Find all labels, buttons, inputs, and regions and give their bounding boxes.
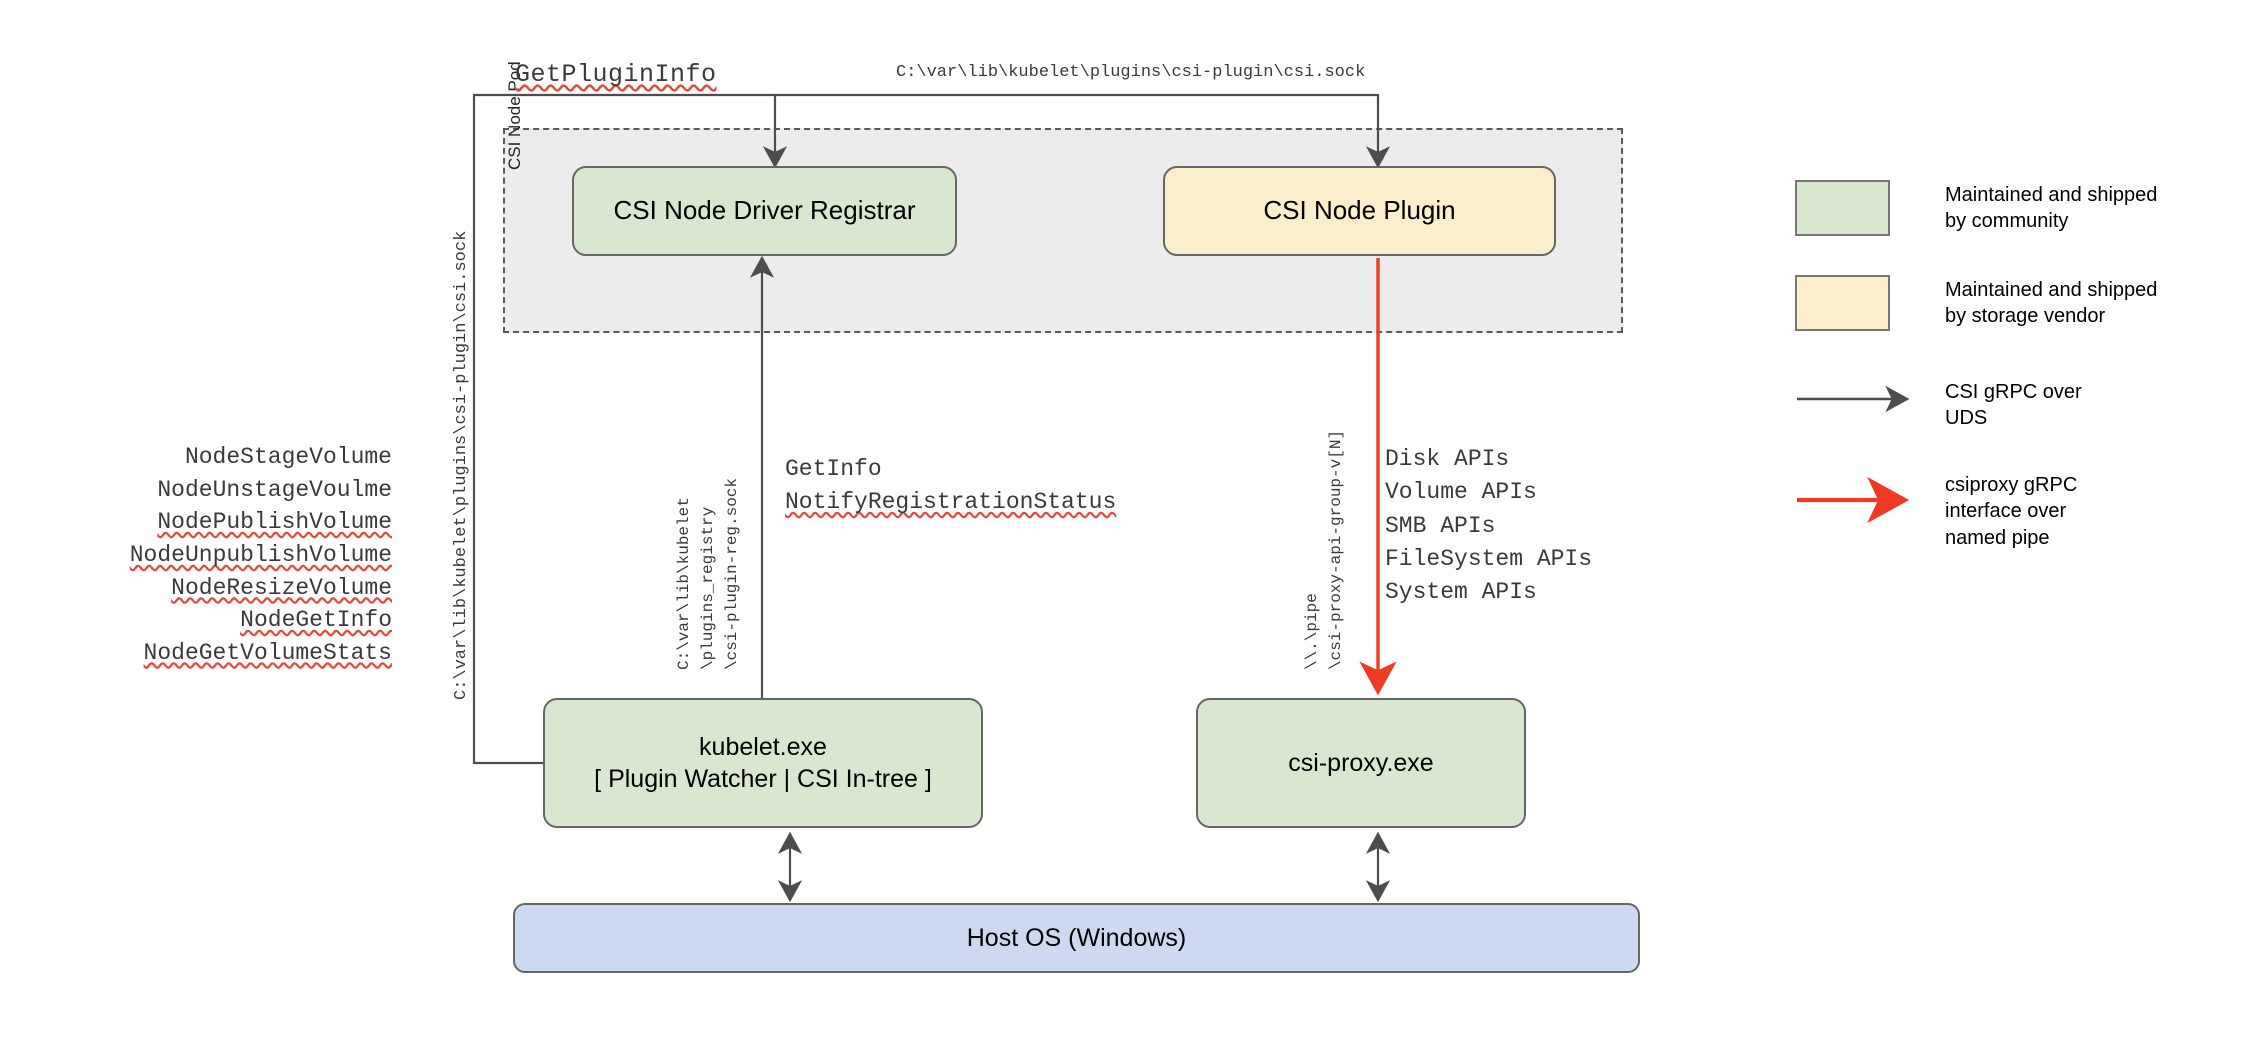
list-item: NodeStageVolume [184,444,392,470]
label-csi-sock-path-top: C:\var\lib\kubelet\plugins\csi-plugin\cs… [896,63,1366,82]
reg-sock-line-1: C:\var\lib\kubelet [675,497,693,670]
label-get-plugin-info: GetPluginInfo [515,60,717,89]
legend-line: Maintained and shipped [1945,184,2158,206]
list-item: System APIs [1385,579,1537,606]
list-item: NodeUnstageVoulme [157,476,392,503]
reg-sock-line-3: \csi-plugin-reg.sock [723,477,741,670]
list-csi-proxy-api-groups: Disk APIs Volume APIs SMB APIs FileSyste… [1385,443,1592,610]
list-item: FileSystem APIs [1385,546,1593,573]
kubelet-subtitle: [ Plugin Watcher | CSI In-tree ] [594,765,932,793]
list-item: Disk APIs [1385,446,1510,472]
box-csi-node-driver-registrar[interactable]: CSI Node Driver Registrar [572,166,957,256]
box-kubelet-exe[interactable]: kubelet.exe [ Plugin Watcher | CSI In-tr… [543,698,983,828]
legend-item-community: Maintained and shipped by community [1795,180,2157,236]
list-item: NodeResizeVolume [171,574,392,601]
label-registration-rpcs: GetInfo NotifyRegistrationStatus [785,453,1116,520]
notify-registration-status-label: NotifyRegistrationStatus [785,489,1117,516]
legend-item-csiproxy-named-pipe: csiproxy gRPC interface over named pipe [1795,470,2077,551]
get-info-label: GetInfo [785,456,882,482]
list-item: SMB APIs [1385,512,1496,539]
list-node-service-rpcs: NodeStageVolume NodeUnstageVoulme NodePu… [100,441,392,670]
legend-item-csi-grpc-uds: CSI gRPC over UDS [1795,377,2082,433]
box-label-group: kubelet.exe [ Plugin Watcher | CSI In-tr… [594,731,932,795]
label-csi-sock-path-left: C:\var\lib\kubelet\plugins\csi-plugin\cs… [452,230,471,700]
list-item: NodeGetInfo [240,607,392,634]
list-item: Volume APIs [1385,479,1537,506]
legend-arrow-red-icon [1795,470,1925,526]
legend-line: CSI gRPC over [1945,381,2082,403]
legend-line: named pipe [1945,526,2050,549]
list-item: NodeUnpublishVolume [129,541,392,568]
box-csi-node-plugin[interactable]: CSI Node Plugin [1163,166,1556,256]
legend-line: by community [1945,210,2069,233]
pipe-line-2: \csi-proxy-api-group-v[N] [1327,429,1345,670]
box-label: CSI Node Plugin [1263,195,1456,226]
legend-swatch-vendor [1795,275,1890,331]
legend-line: Maintained and shipped [1945,279,2158,301]
legend-swatch-community [1795,180,1890,236]
box-csi-proxy-exe[interactable]: csi-proxy.exe [1196,698,1526,828]
legend-item-vendor: Maintained and shipped by storage vendor [1795,275,2157,331]
legend-line: csiproxy gRPC [1945,474,2078,496]
list-item: NodeGetVolumeStats [143,639,392,666]
box-label: Host OS (Windows) [966,924,1187,952]
reg-sock-line-2: \plugins_registry [699,506,717,670]
legend-arrow-gray-icon [1795,377,1925,433]
legend-line: UDS [1945,407,1988,430]
kubelet-title: kubelet.exe [699,733,827,761]
legend-line: by storage vendor [1945,305,2106,328]
list-item: NodePublishVolume [157,509,392,536]
box-label: CSI Node Driver Registrar [613,195,916,226]
legend-label-vendor: Maintained and shipped by storage vendor [1945,275,2157,330]
pipe-line-1: \\.\pipe [1303,593,1321,670]
box-label: csi-proxy.exe [1288,749,1434,777]
legend-label-csi-grpc-uds: CSI gRPC over UDS [1945,377,2082,432]
legend-label-csiproxy-named-pipe: csiproxy gRPC interface over named pipe [1945,470,2077,551]
legend-label-community: Maintained and shipped by community [1945,180,2157,235]
legend-line: interface over [1945,500,2067,523]
box-host-os[interactable]: Host OS (Windows) [513,903,1640,973]
